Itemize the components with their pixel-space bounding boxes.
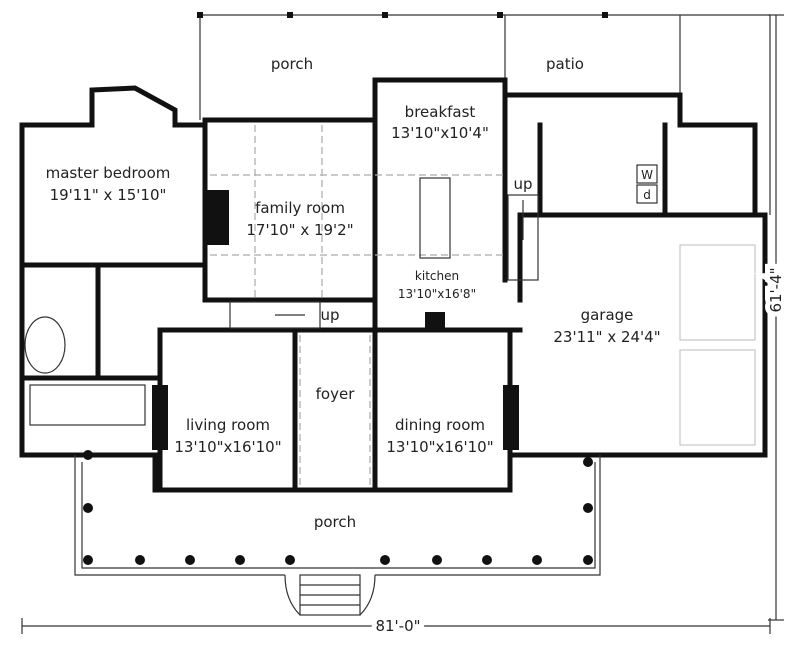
front-porch	[74, 450, 601, 616]
dimension-depth: 61'-4"	[767, 267, 785, 312]
closet	[29, 384, 146, 426]
label-garage: garage	[581, 306, 634, 324]
garage-doors	[679, 244, 756, 446]
label-front-porch: porch	[314, 513, 356, 531]
ceiling-beams	[210, 125, 505, 485]
exterior-walls	[19, 77, 768, 493]
size-master-bedroom: 19'11" x 15'10"	[50, 186, 167, 204]
washer	[636, 164, 658, 184]
label-patio: patio	[546, 55, 584, 73]
label-foyer: foyer	[316, 385, 356, 403]
label-rear-stairs-up: up	[513, 175, 532, 193]
interior-walls	[19, 117, 668, 493]
label-washer: W	[641, 168, 653, 182]
bathtub	[24, 316, 66, 374]
label-main-stairs-up: up	[320, 306, 339, 324]
label-master-bedroom: master bedroom	[46, 164, 171, 182]
rear-porch-outline	[197, 12, 771, 215]
label-family-room: family room	[255, 199, 345, 217]
label-dining-room: dining room	[395, 416, 485, 434]
label-living-room: living room	[186, 416, 270, 434]
size-garage: 23'11" x 24'4"	[553, 328, 660, 346]
label-rear-porch: porch	[271, 55, 313, 73]
label-breakfast: breakfast	[405, 103, 476, 121]
size-family-room: 17'10" x 19'2"	[246, 221, 353, 239]
label-dryer: d	[643, 188, 651, 202]
size-breakfast: 13'10"x10'4"	[391, 124, 489, 142]
size-living-room: 13'10"x16'10"	[174, 438, 281, 456]
kitchen-island	[419, 177, 451, 259]
stairs	[229, 194, 539, 329]
dimension-lines	[21, 14, 784, 634]
dimension-width: 81'-0"	[375, 617, 420, 635]
dryer	[636, 184, 658, 204]
size-kitchen: 13'10"x16'8"	[398, 287, 476, 301]
size-dining-room: 13'10"x16'10"	[386, 438, 493, 456]
label-kitchen: kitchen	[415, 269, 459, 283]
